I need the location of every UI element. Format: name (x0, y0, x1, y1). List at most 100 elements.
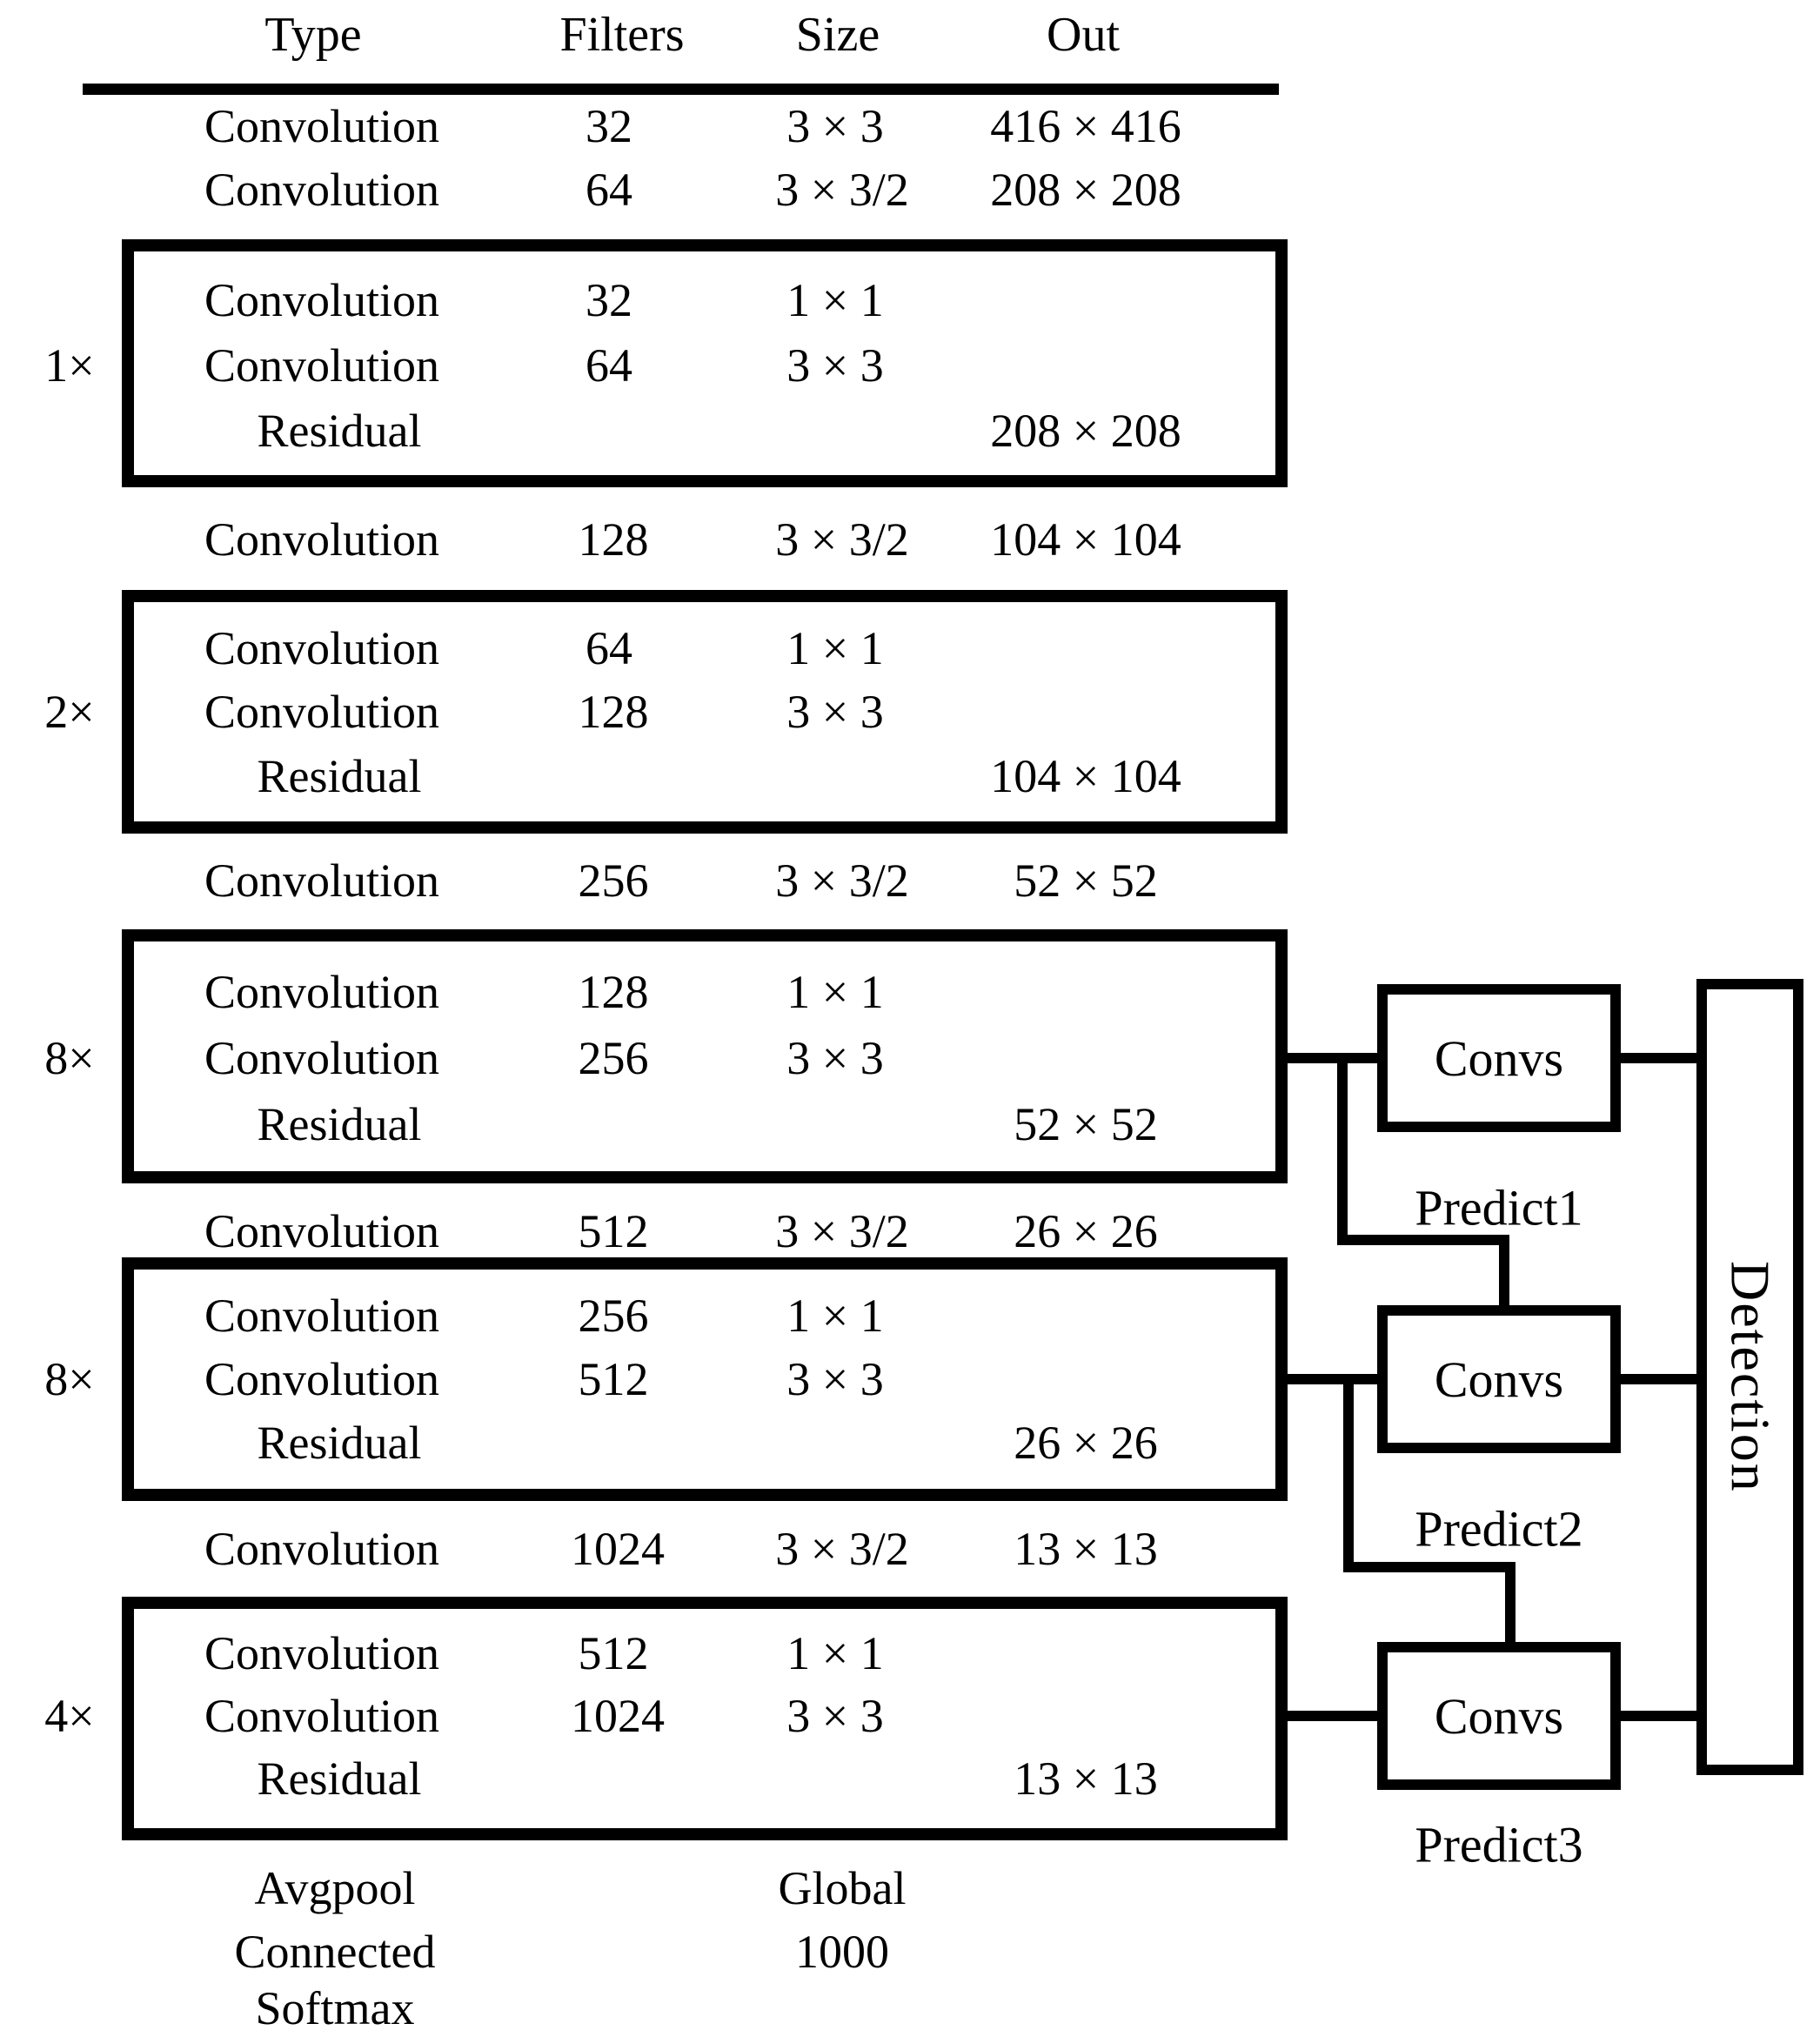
cell-type: Convolution (204, 100, 440, 152)
cell-size: 1 × 1 (786, 1627, 884, 1679)
cell-size: Global (778, 1862, 907, 1914)
connector-line (1337, 1053, 1348, 1245)
cell-out: 416 × 416 (990, 100, 1181, 152)
connector-line (1279, 1711, 1383, 1721)
cell-out: 13 × 13 (1014, 1752, 1158, 1805)
repeat-label-8x: 8× (44, 1032, 95, 1084)
cell-filters: 256 (578, 1290, 649, 1342)
convs-box-1: Convs (1377, 984, 1621, 1132)
cell-type: Convolution (204, 164, 440, 216)
col-header-out: Out (1047, 8, 1120, 62)
cell-filters: 64 (585, 339, 632, 392)
cell-size: 1 × 1 (786, 1290, 884, 1342)
convs-box-label: Convs (1434, 1687, 1564, 1745)
cell-type: Convolution (204, 622, 440, 674)
predict2-label: Predict2 (1415, 1500, 1583, 1558)
cell-out: 52 × 52 (1014, 854, 1158, 907)
residual-group-box-1 (122, 239, 1288, 487)
repeat-label-1x: 1× (44, 339, 95, 392)
cell-size: 3 × 3/2 (775, 854, 909, 907)
detection-label: Detection (1719, 1261, 1782, 1493)
cell-type: Residual (257, 1752, 422, 1805)
cell-filters: 64 (585, 164, 632, 216)
connector-line (1279, 1374, 1383, 1384)
cell-size: 1000 (795, 1926, 889, 1978)
header-rule (83, 84, 1279, 95)
col-header-size: Size (795, 8, 880, 62)
cell-filters: 32 (585, 274, 632, 326)
cell-size: 1 × 1 (786, 274, 884, 326)
cell-out: 208 × 208 (990, 164, 1181, 216)
convs-box-2: Convs (1377, 1305, 1621, 1453)
cell-type: Convolution (204, 1627, 440, 1679)
cell-size: 3 × 3/2 (775, 513, 909, 566)
convs-box-label: Convs (1434, 1029, 1564, 1087)
cell-type: Residual (257, 1417, 422, 1469)
cell-size: 3 × 3 (786, 1353, 884, 1405)
connector-line (1499, 1235, 1509, 1313)
cell-size: 3 × 3 (786, 686, 884, 738)
cell-type: Convolution (204, 966, 440, 1018)
cell-size: 3 × 3/2 (775, 164, 909, 216)
cell-type: Convolution (204, 513, 440, 566)
cell-type: Convolution (204, 1523, 440, 1575)
cell-filters: 512 (578, 1353, 649, 1405)
cell-out: 208 × 208 (990, 405, 1181, 457)
cell-size: 3 × 3 (786, 1032, 884, 1084)
repeat-label-4x: 4× (44, 1690, 95, 1742)
cell-type: Connected (234, 1926, 436, 1978)
connector-line (1505, 1562, 1516, 1649)
cell-out: 52 × 52 (1014, 1098, 1158, 1150)
cell-out: 104 × 104 (990, 513, 1181, 566)
residual-group-box-3 (122, 929, 1288, 1183)
cell-type: Convolution (204, 274, 440, 326)
convs-box-label: Convs (1434, 1350, 1564, 1408)
cell-filters: 128 (578, 686, 649, 738)
cell-type: Convolution (204, 339, 440, 392)
connector-line (1616, 1374, 1707, 1384)
repeat-label-2x: 2× (44, 686, 95, 738)
cell-size: 3 × 3 (786, 339, 884, 392)
cell-size: 3 × 3/2 (775, 1523, 909, 1575)
cell-filters: 1024 (571, 1690, 665, 1742)
cell-size: 3 × 3/2 (775, 1205, 909, 1257)
cell-size: 3 × 3 (786, 1690, 884, 1742)
cell-type: Residual (257, 1098, 422, 1150)
cell-size: 1 × 1 (786, 966, 884, 1018)
cell-type: Residual (257, 750, 422, 802)
cell-filters: 256 (578, 1032, 649, 1084)
connector-line (1616, 1711, 1707, 1721)
cell-type: Convolution (204, 1290, 440, 1342)
cell-type: Softmax (255, 1982, 415, 2034)
connector-line (1343, 1374, 1354, 1572)
repeat-label-8x: 8× (44, 1353, 95, 1405)
cell-filters: 512 (578, 1205, 649, 1257)
cell-type: Convolution (204, 1690, 440, 1742)
cell-filters: 512 (578, 1627, 649, 1679)
cell-filters: 64 (585, 622, 632, 674)
connector-line (1343, 1562, 1516, 1572)
cell-filters: 1024 (571, 1523, 665, 1575)
connector-line (1616, 1053, 1707, 1063)
cell-size: 3 × 3 (786, 100, 884, 152)
cell-filters: 128 (578, 966, 649, 1018)
cell-type: Residual (257, 405, 422, 457)
cell-type: Convolution (204, 854, 440, 907)
predict1-label: Predict1 (1415, 1179, 1583, 1236)
cell-type: Convolution (204, 1353, 440, 1405)
convs-box-3: Convs (1377, 1642, 1621, 1790)
cell-type: Convolution (204, 686, 440, 738)
cell-filters: 128 (578, 513, 649, 566)
cell-out: 26 × 26 (1014, 1417, 1158, 1469)
cell-out: 104 × 104 (990, 750, 1181, 802)
cell-filters: 32 (585, 100, 632, 152)
connector-line (1279, 1053, 1383, 1063)
cell-type: Convolution (204, 1205, 440, 1257)
predict3-label: Predict3 (1415, 1816, 1583, 1873)
residual-group-box-5 (122, 1597, 1288, 1840)
residual-group-box-2 (122, 590, 1288, 834)
cell-filters: 256 (578, 854, 649, 907)
cell-type: Avgpool (254, 1862, 416, 1914)
col-header-filters: Filters (559, 8, 685, 62)
